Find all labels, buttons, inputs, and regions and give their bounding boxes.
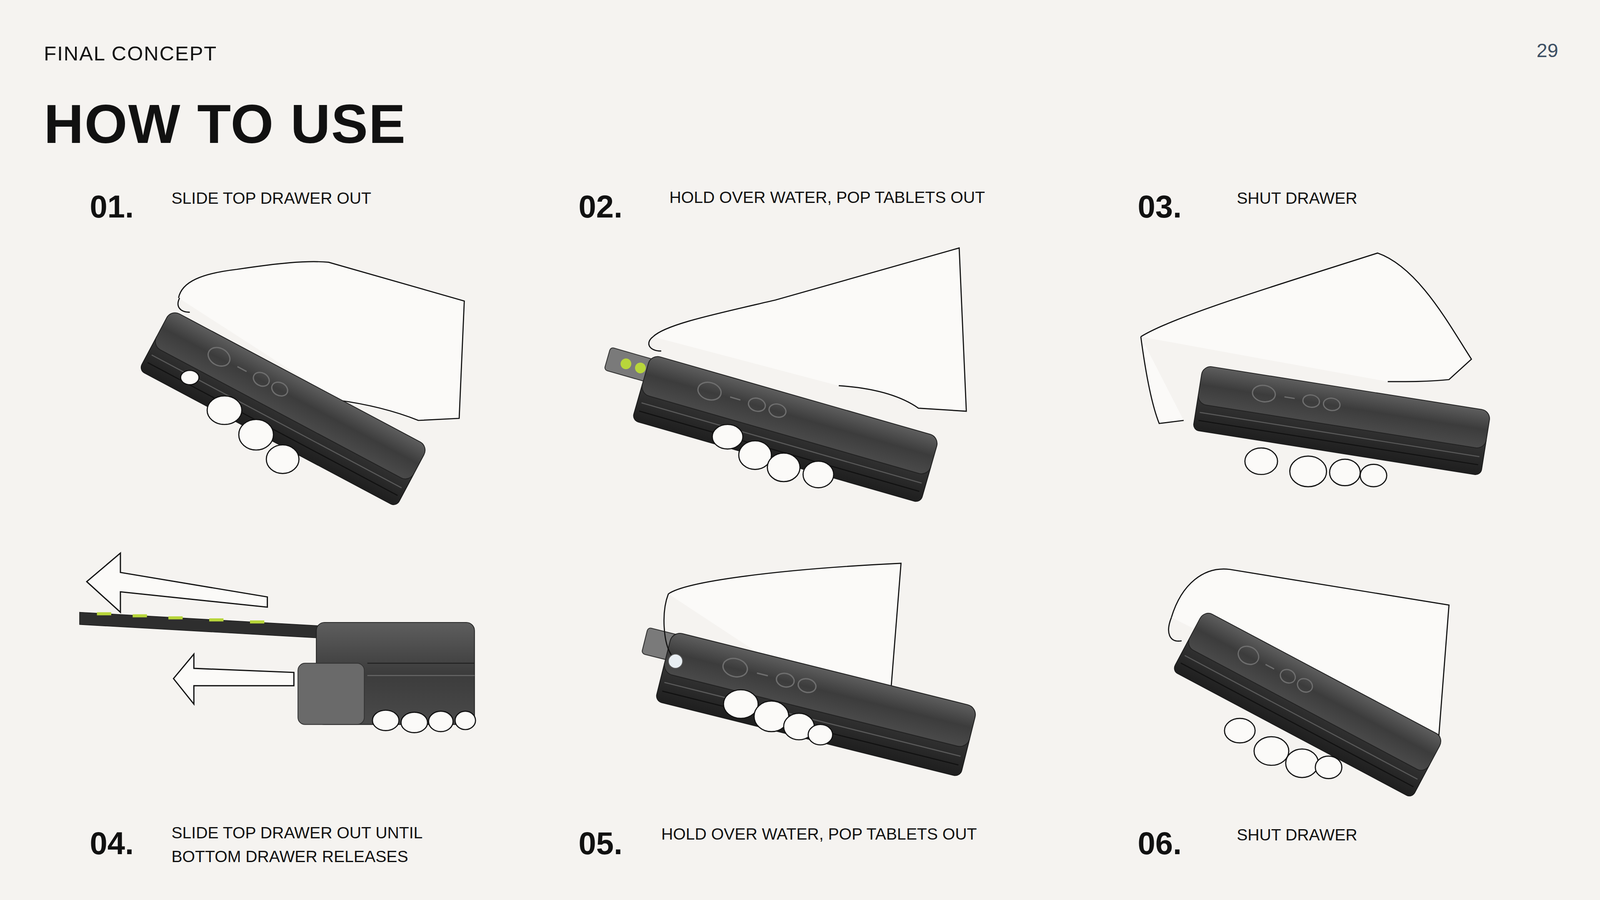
illustration-part: [209, 618, 224, 622]
step-text: SLIDE TOP DRAWER OUT UNTIL BOTTOM DRAWER…: [171, 821, 472, 869]
step-illustration: [138, 261, 465, 508]
illustration-part: [1224, 718, 1255, 743]
illustration-part: [1168, 617, 1182, 642]
illustration-part: [668, 654, 683, 669]
section-label: FINAL CONCEPT: [43, 38, 218, 69]
illustration-part: [173, 654, 294, 705]
illustration-part: [1172, 610, 1444, 798]
step-illustration: [631, 563, 978, 778]
illustration-part: [168, 616, 183, 620]
step-illustration: [592, 247, 967, 503]
step-text: SHUT DRAWER: [1236, 186, 1574, 211]
step-number: 04.: [90, 820, 135, 867]
step-illustration: [79, 552, 476, 733]
illustration-part: [177, 297, 190, 313]
step-number: 05.: [578, 820, 623, 867]
illustration-part: [250, 620, 265, 624]
illustration-part: [207, 395, 242, 425]
illustration-part: [428, 711, 454, 732]
illustration-part: [631, 625, 978, 778]
illustration-part: [97, 612, 112, 615]
illustration-part: [132, 614, 147, 618]
illustration-part: [1140, 336, 1184, 424]
illustration-part: [238, 419, 274, 450]
illustration-part: [802, 461, 834, 488]
illustration-part: [1140, 252, 1472, 382]
step-text: HOLD OVER WATER, POP TABLETS OUT: [669, 185, 1099, 210]
illustration-part: [1290, 456, 1327, 487]
illustration-part: [1329, 459, 1360, 486]
step-text: HOLD OVER WATER, POP TABLETS OUT: [661, 822, 1111, 847]
illustration-part: [86, 552, 268, 613]
illustration-part: [655, 631, 978, 778]
illustration-part: [767, 452, 800, 482]
illustration-part: [712, 424, 743, 450]
illustration-part: [400, 712, 428, 733]
illustration-part: [738, 440, 772, 470]
illustration-part: [455, 711, 476, 730]
step-number: 06.: [1137, 820, 1183, 867]
step-text: SLIDE TOP DRAWER OUT: [171, 186, 560, 211]
step-number: 01.: [90, 183, 135, 230]
step-number: 03.: [1137, 183, 1183, 230]
illustration-part: [808, 724, 833, 745]
illustration-part: [180, 370, 199, 385]
illustration-part: [1245, 447, 1278, 475]
step-illustration: [1168, 569, 1450, 799]
illustration-part: [266, 445, 299, 474]
page-number: 29: [1536, 36, 1559, 65]
illustration-part: [648, 336, 662, 351]
illustration-part: [632, 354, 940, 503]
illustration-part: [592, 342, 940, 503]
illustration-part: [723, 690, 758, 719]
illustration-part: [1254, 736, 1289, 766]
slide-title: HOW TO USE: [43, 90, 407, 158]
illustration-part: [1360, 464, 1387, 487]
step-number: 02.: [578, 183, 623, 230]
step-illustration: [1140, 252, 1491, 487]
illustration-part: [664, 593, 672, 655]
illustration-part: [367, 662, 475, 664]
illustration-part: [633, 361, 648, 375]
illustration-part: [1285, 749, 1319, 778]
illustration-part: [97, 612, 265, 624]
illustration-part: [367, 675, 475, 676]
illustration-part: [138, 309, 429, 508]
illustration-part: [619, 357, 633, 371]
illustration-part: [297, 663, 365, 725]
step-text: SHUT DRAWER: [1236, 823, 1574, 848]
illustration-part: [372, 710, 400, 731]
illustration-part: [1315, 756, 1343, 779]
